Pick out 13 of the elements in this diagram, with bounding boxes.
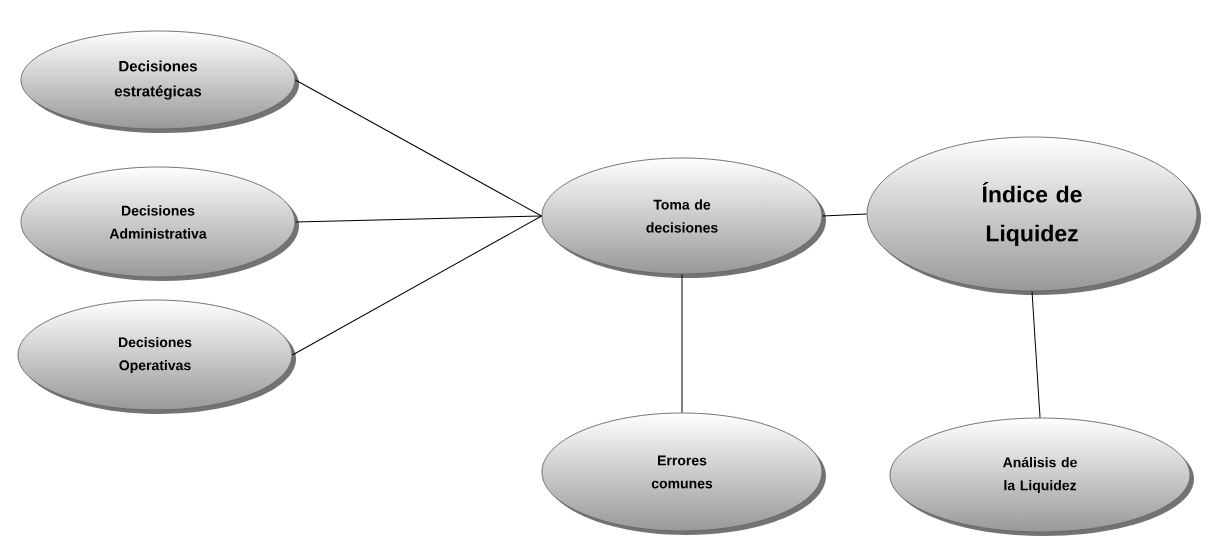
ellipse-node: Toma de decisiones	[541, 157, 826, 278]
connector-line	[681, 273, 683, 414]
ellipse-node: Análisis de la Liquidez	[889, 417, 1194, 536]
connector-line	[294, 215, 543, 223]
ellipse-node: Decisiones Operativas	[17, 299, 296, 414]
connector-line	[291, 215, 543, 356]
ellipse-node: Decisiones Administrativa	[20, 166, 299, 281]
ellipse-node: Decisiones estratégicas	[20, 30, 299, 133]
ellipse-node: Índice de Liquidez	[866, 136, 1201, 295]
connector-line	[821, 213, 868, 217]
connector-line	[294, 79, 543, 217]
ellipse-node: Errores comunes	[541, 412, 826, 535]
connector-line	[1031, 290, 1041, 419]
